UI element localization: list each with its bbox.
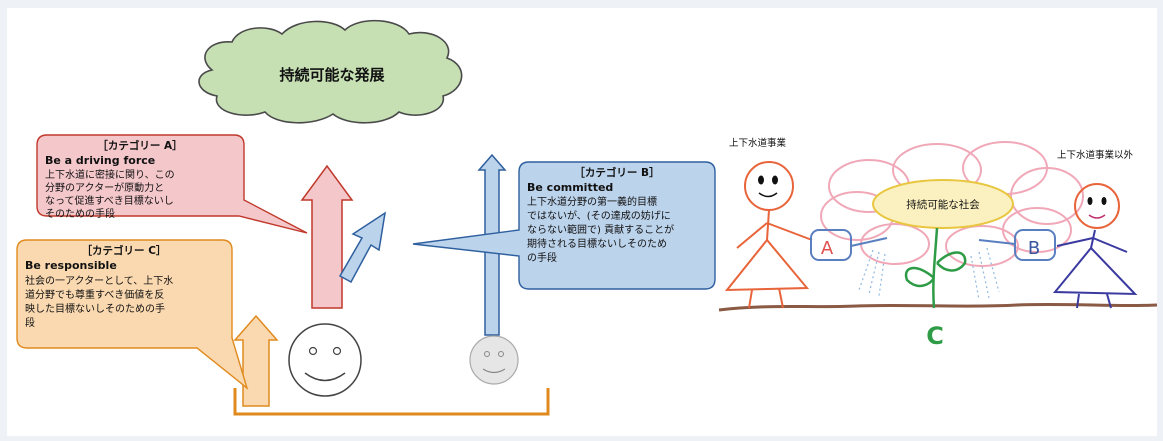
- cloud-label: 持続可能な発展: [279, 66, 384, 84]
- category-a-name: Be a driving force: [45, 154, 155, 167]
- left-person-label: 上下水道事業: [729, 137, 787, 149]
- callout-category-c: [16, 239, 249, 390]
- category-c-line-2: 道分野でも尊重すべき価値を反: [25, 288, 164, 301]
- cloud-shape: [198, 19, 463, 124]
- category-b-line-3: ならない範囲で) 貢献することが: [527, 223, 674, 236]
- category-a-line-4: そのための手段: [45, 207, 115, 220]
- watering-can-a: [810, 229, 888, 261]
- water-drops-a: [858, 249, 886, 297]
- smiley-face-main: [288, 323, 362, 397]
- orange-arrow: [233, 314, 279, 407]
- right-person-label: 上下水道事業以外: [1057, 149, 1134, 161]
- category-b-line-1: 上下水道分野の第一義的目標: [527, 195, 657, 208]
- figure-canvas: 持続可能な発展 ［カテゴリー A］ Be a driving force 上下水…: [16, 19, 1157, 416]
- figure: 持続可能な発展 ［カテゴリー A］ Be a driving force 上下水…: [7, 8, 1157, 436]
- category-c-line-4: 段: [25, 316, 35, 329]
- category-b-line-2: ではないが、(その達成の妨げに: [527, 209, 671, 222]
- flower-stem: [904, 227, 967, 309]
- category-c-line-1: 社会の一アクターとして、上下水: [25, 274, 173, 287]
- smiley-face-grey: [469, 335, 519, 385]
- category-c-line-3: 映した目標ないしそのための手: [25, 302, 165, 315]
- category-a-heading: ［カテゴリー A］: [97, 139, 182, 152]
- category-c-heading: ［カテゴリー C］: [82, 244, 167, 257]
- category-b-name: Be committed: [527, 181, 613, 194]
- left-person-face: [758, 175, 778, 198]
- category-b-line-4: 期待される目標ないしそのため: [527, 237, 667, 250]
- bottom-bracket: [233, 388, 550, 416]
- water-drops-b: [970, 247, 1000, 301]
- callout-category-a: [36, 134, 308, 234]
- callout-category-b: [412, 161, 716, 290]
- blue-diagonal-arrow: [338, 211, 387, 284]
- can-a-letter: A: [821, 238, 834, 259]
- category-b-line-5: の手段: [527, 251, 557, 264]
- flower-center-label: 持続可能な社会: [906, 198, 980, 211]
- stem-letter-c: C: [926, 322, 944, 350]
- category-a-line-1: 上下水道に密接に関り、この: [45, 168, 175, 181]
- left-person: [724, 161, 813, 309]
- watering-can-b: [978, 229, 1056, 261]
- category-b-heading: ［カテゴリー B］: [574, 166, 659, 179]
- category-c-name: Be responsible: [25, 259, 117, 272]
- red-arrow: [300, 164, 354, 309]
- category-a-line-3: なって促進すべき目標ないし: [45, 194, 174, 207]
- right-person: [1052, 229, 1138, 309]
- can-b-letter: B: [1028, 238, 1040, 259]
- right-person-head: [1074, 183, 1120, 229]
- flower-center: [872, 179, 1014, 229]
- category-a-line-2: 分野のアクターが原動力と: [45, 181, 164, 194]
- ground-line: [718, 302, 1157, 312]
